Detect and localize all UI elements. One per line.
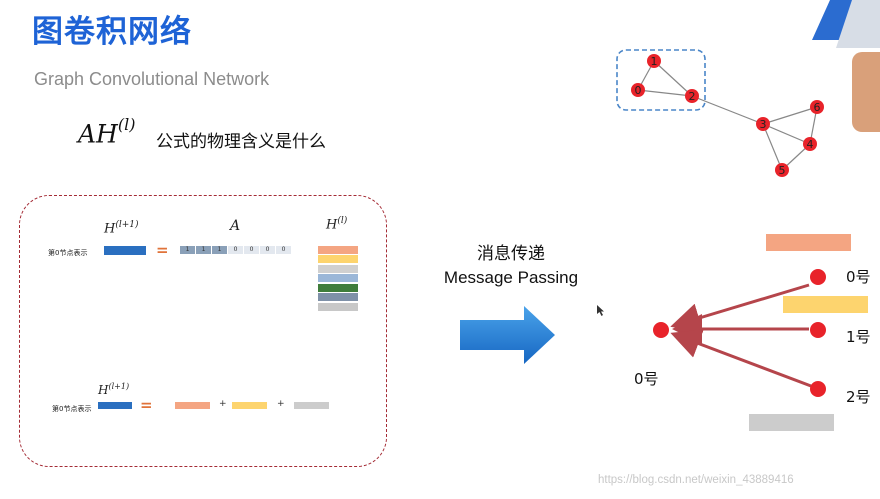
- h-next-label-1-text: H: [104, 221, 116, 237]
- h-next-label-2-sup: (l+1): [108, 382, 130, 391]
- sum-term-orange: [175, 402, 210, 409]
- graph-node-label: 2: [689, 90, 696, 103]
- sum-term-gray: [294, 402, 329, 409]
- message-yellow-bar: [783, 296, 868, 313]
- source-node-2: [810, 381, 826, 397]
- message-passing-diagram: [653, 234, 868, 431]
- h-next-label-2-text: H: [98, 383, 109, 397]
- watermark: https://blog.csdn.net/weixin_43889416: [598, 474, 794, 486]
- h-label: H(l): [326, 216, 347, 232]
- graph-node: 1: [647, 54, 661, 68]
- graph-node: 4: [803, 137, 817, 151]
- h-next-label-1-sup: (l+1): [115, 220, 139, 230]
- adjacency-cell: 0: [228, 246, 243, 254]
- formula-question: 公式的物理含义是什么: [156, 132, 326, 152]
- message-arrow: [670, 329, 812, 388]
- graph-node: 3: [756, 117, 770, 131]
- equals-sign-2: =: [140, 396, 153, 414]
- graph-node: 2: [685, 89, 699, 103]
- graph-node-label: 0: [635, 84, 642, 97]
- source-node-0: [810, 269, 826, 285]
- big-arrow-icon: [460, 306, 555, 364]
- adjacency-cell: 1: [180, 246, 195, 254]
- plus-sign-1: +: [219, 399, 227, 409]
- mouse-cursor-icon: [597, 305, 604, 316]
- graph-node-label: 5: [779, 164, 786, 177]
- page-title: 图卷积网络: [32, 14, 192, 50]
- graph-node: 6: [810, 100, 824, 114]
- h-next-label-1: H(l+1): [104, 220, 139, 236]
- graph-node-label: 3: [760, 118, 767, 131]
- feature-row-3: [318, 274, 358, 282]
- graph-edge: [637, 89, 693, 97]
- adjacency-cell: 1: [212, 246, 227, 254]
- feature-row-6: [318, 303, 358, 311]
- graph-edge: [762, 106, 818, 125]
- row-label-2: 第0节点表示: [52, 405, 92, 413]
- graph-node-label: 6: [814, 101, 821, 114]
- graph-node-label: 1: [651, 55, 658, 68]
- adjacency-row: 1 1 1 0 0 0 0: [180, 246, 292, 254]
- feature-row-2: [318, 265, 358, 273]
- neighborhood-box: [616, 49, 706, 111]
- message-passing-label: 消息传递 Message Passing: [430, 242, 592, 290]
- h-label-text: H: [326, 217, 338, 233]
- plus-sign-2: +: [277, 399, 285, 409]
- corner-decoration: [812, 0, 880, 48]
- feature-row-5: [318, 293, 358, 301]
- h-next-label-2: H(l+1): [98, 382, 129, 397]
- graph-edge: [691, 95, 764, 125]
- adjacency-cell: 1: [196, 246, 211, 254]
- matrix-panel: [19, 195, 387, 467]
- h-label-sup: (l): [337, 216, 348, 226]
- a-label: A: [230, 218, 241, 234]
- corner-gray-shape: [836, 0, 880, 48]
- target-node: [653, 322, 669, 338]
- formula: AH(l): [78, 115, 136, 149]
- message-gray-bar: [749, 414, 834, 431]
- graph-edge: [762, 123, 783, 171]
- source-node-label-1: 1号: [846, 328, 871, 346]
- graph-node: 0: [631, 83, 645, 97]
- target-node-label: 0号: [634, 370, 659, 388]
- feature-row-0: [318, 246, 358, 254]
- equals-sign-1: =: [156, 241, 169, 259]
- message-passing-en: Message Passing: [443, 268, 579, 287]
- feature-matrix-h: [318, 246, 358, 314]
- presenter-video-thumbnail: [852, 52, 880, 132]
- node0-vector-2: [98, 402, 132, 409]
- feature-row-4: [318, 284, 358, 292]
- sum-term-yellow: [232, 402, 267, 409]
- source-node-label-2: 2号: [846, 388, 871, 406]
- adjacency-cell: 0: [276, 246, 291, 254]
- source-node-1: [810, 322, 826, 338]
- graph-node-label: 4: [807, 138, 814, 151]
- page-subtitle: Graph Convolutional Network: [34, 69, 270, 89]
- formula-main: AH: [78, 119, 118, 149]
- formula-sup: (l): [117, 115, 136, 134]
- message-orange-bar: [766, 234, 851, 251]
- message-passing-cn: 消息传递: [477, 244, 545, 264]
- graph-edge: [762, 123, 811, 145]
- node0-vector-1: [104, 246, 146, 255]
- graph-node: 5: [775, 163, 789, 177]
- adjacency-cell: 0: [244, 246, 259, 254]
- feature-row-1: [318, 255, 358, 263]
- row-label-1: 第0节点表示: [48, 249, 88, 257]
- graph-edge: [653, 60, 693, 97]
- graph-diagram: 0 1 2 3 4 5 6: [616, 49, 824, 177]
- source-node-label-0: 0号: [846, 268, 871, 286]
- adjacency-cell: 0: [260, 246, 275, 254]
